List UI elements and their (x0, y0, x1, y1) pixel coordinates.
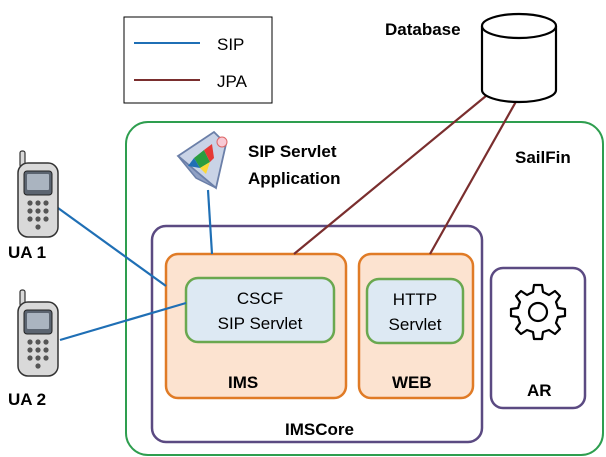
prism-application-icon (176, 130, 228, 190)
sip-line-ua1 (57, 207, 167, 287)
legend: SIP JPA (123, 16, 273, 104)
mobile-phone-icon (17, 150, 59, 238)
ua2-label: UA 2 (8, 390, 46, 409)
sailfin-label: SailFin (515, 148, 571, 167)
jpa-line-web (429, 97, 519, 255)
http-label-line2: Servlet (389, 315, 442, 334)
http-servlet-box (365, 277, 465, 345)
mobile-phone-icon (17, 289, 59, 377)
sailfin-container (125, 121, 604, 456)
cscf-sip-servlet-box (184, 276, 336, 344)
legend-sip-label: SIP (217, 35, 244, 54)
ar-label: AR (527, 381, 552, 400)
sip-servlet-app-label-line1: SIP Servlet (248, 142, 337, 161)
web-label: WEB (392, 373, 432, 392)
database-label: Database (385, 20, 461, 39)
cscf-label-line1: CSCF (237, 289, 283, 308)
ims-label: IMS (228, 373, 258, 392)
ua1-label: UA 1 (8, 243, 46, 262)
legend-jpa-label: JPA (217, 72, 248, 91)
imscore-container (150, 224, 484, 444)
sip-line-ua2 (59, 301, 187, 342)
gear-icon (509, 283, 567, 341)
sip-servlet-app-label-line2: Application (248, 169, 341, 188)
cscf-label-line2: SIP Servlet (218, 314, 303, 333)
imscore-label: IMSCore (285, 420, 354, 439)
jpa-line-ims (293, 90, 493, 255)
sip-line-app (206, 189, 214, 255)
database-cylinder-icon (480, 12, 558, 104)
http-label-line1: HTTP (393, 290, 437, 309)
